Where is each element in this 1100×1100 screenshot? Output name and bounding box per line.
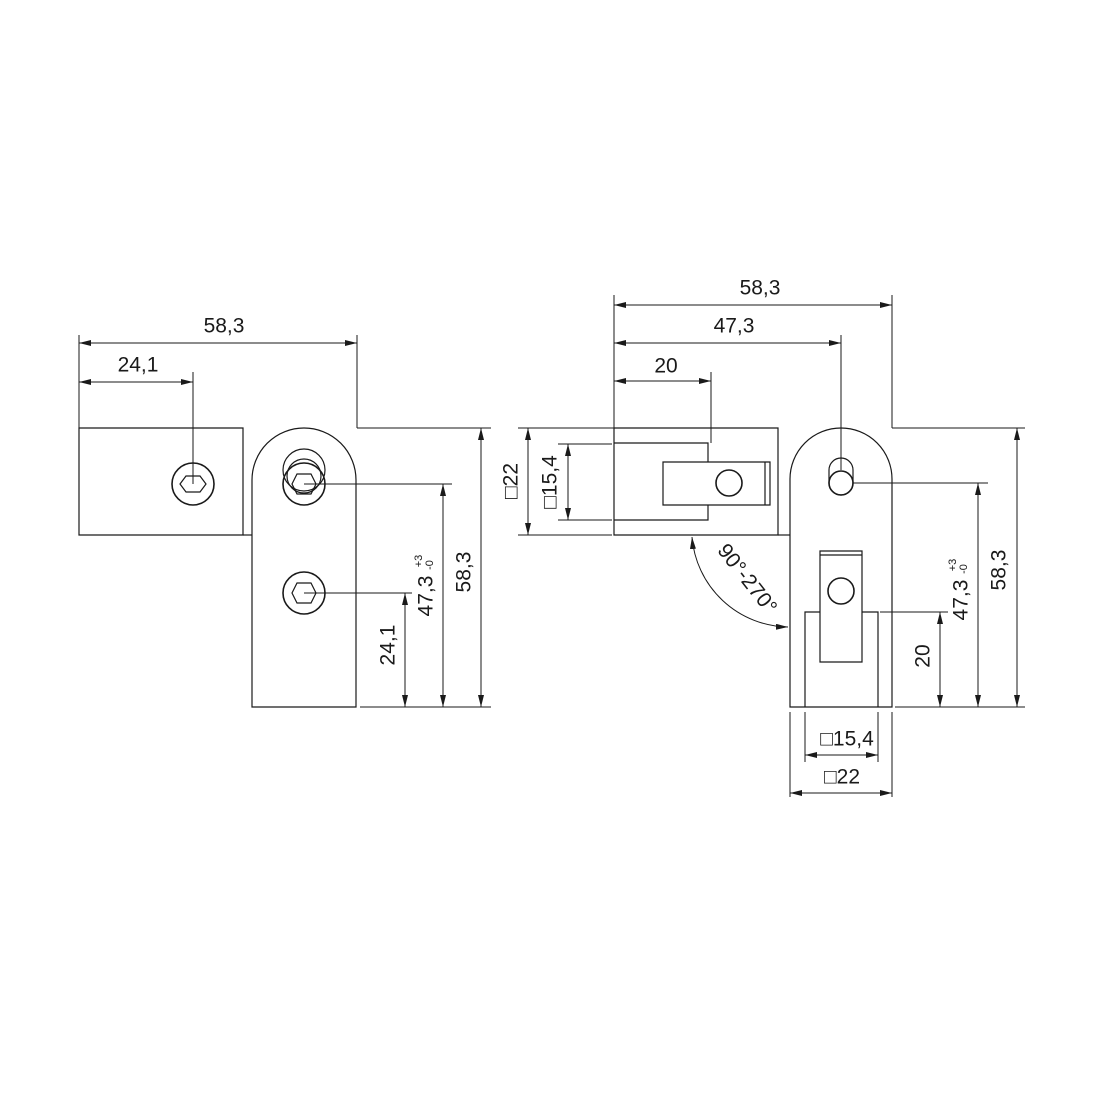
dim-bottom-inner: □15,4 — [820, 728, 874, 751]
right-view: 58,3 47,3 20 □22 □15,4 90°-270° 20 47,3 … — [500, 277, 1025, 797]
dim-profile-outer: □22 — [500, 463, 523, 499]
dim-bottom-outer: □22 — [824, 766, 860, 789]
dim-pivot-height: 47,3 — [950, 580, 973, 621]
vertical-insert — [804, 550, 879, 707]
dim-overall-height: 58,3 — [988, 550, 1011, 591]
dim-lower-bolt: 24,1 — [377, 625, 400, 666]
dim-insert-depth-y: 20 — [912, 644, 935, 667]
dim-overall-width: 58,3 — [204, 315, 245, 338]
dim-overall-width: 58,3 — [740, 277, 781, 300]
horizontal-tube — [78, 427, 252, 536]
dim-angle-range: 90°-270° — [713, 540, 782, 619]
dim-overall-height: 58,3 — [453, 552, 476, 593]
tolerance-plus: +3 — [947, 559, 959, 572]
left-view: 58,3 24,1 58,3 47,3 +3 -0 24,1 — [78, 315, 491, 708]
hex-bolt-pivot — [282, 448, 326, 506]
extension-lines — [78, 335, 491, 708]
hinge-plate — [789, 427, 893, 708]
horizontal-tube — [613, 427, 790, 536]
dim-profile-inner: □15,4 — [539, 455, 562, 509]
dim-pivot-height: 47,3 — [415, 576, 438, 617]
angle-arc — [689, 536, 789, 630]
tolerance-minus: -0 — [958, 564, 970, 574]
hinge-plate — [251, 427, 357, 708]
tolerance-minus: -0 — [424, 560, 436, 570]
dim-bolt-offset: 24,1 — [118, 354, 159, 377]
tolerance-plus: +3 — [413, 555, 425, 568]
pivot-pin — [828, 470, 854, 496]
dim-pivot-x: 47,3 — [714, 315, 755, 338]
extension-lines — [518, 295, 1025, 797]
dim-insert-depth-x: 20 — [654, 355, 677, 378]
